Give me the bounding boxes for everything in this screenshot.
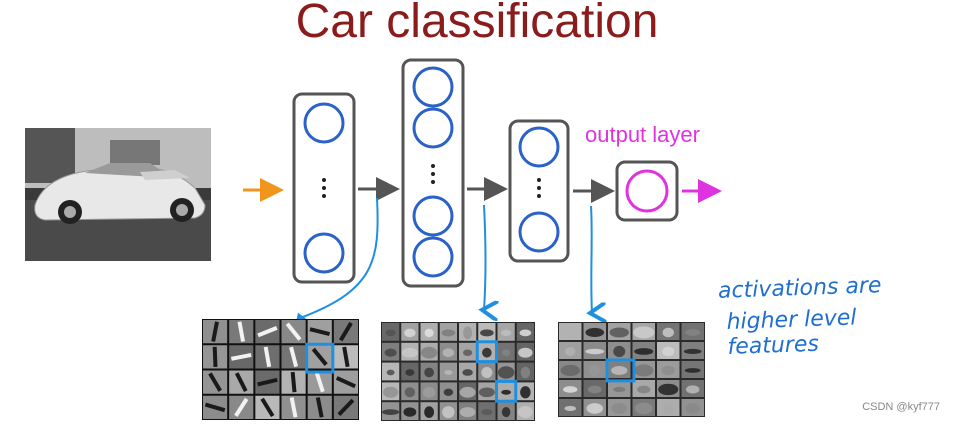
watermark: CSDN @kyf777 (862, 401, 940, 413)
pointer-arrow-1 (300, 197, 379, 318)
hidden-layer-3 (508, 119, 570, 263)
output-layer (615, 160, 679, 222)
neuron (412, 195, 454, 237)
neuron (303, 102, 345, 144)
title: Car classification (295, 0, 659, 48)
neuron (518, 126, 560, 168)
neuron (412, 66, 454, 108)
highlight-box (305, 342, 335, 374)
pointer-arrow-2 (484, 204, 486, 310)
pointer-arrow-3 (591, 205, 592, 313)
feature-grid-3 (558, 322, 705, 417)
hidden-layer-1 (292, 92, 356, 284)
neuron (518, 211, 560, 253)
feature-grid-1 (202, 319, 359, 420)
highlight-box (475, 340, 498, 364)
input-car-photo (25, 128, 211, 261)
output-layer-label: output layer (585, 122, 700, 147)
neuron (412, 107, 454, 149)
output-neuron (625, 169, 669, 213)
neuron (303, 232, 345, 274)
hidden-layer-2 (401, 58, 465, 288)
neuron (412, 236, 454, 278)
highlight-box (495, 379, 518, 403)
feature-grid-2 (381, 322, 535, 421)
highlight-box (605, 358, 636, 383)
